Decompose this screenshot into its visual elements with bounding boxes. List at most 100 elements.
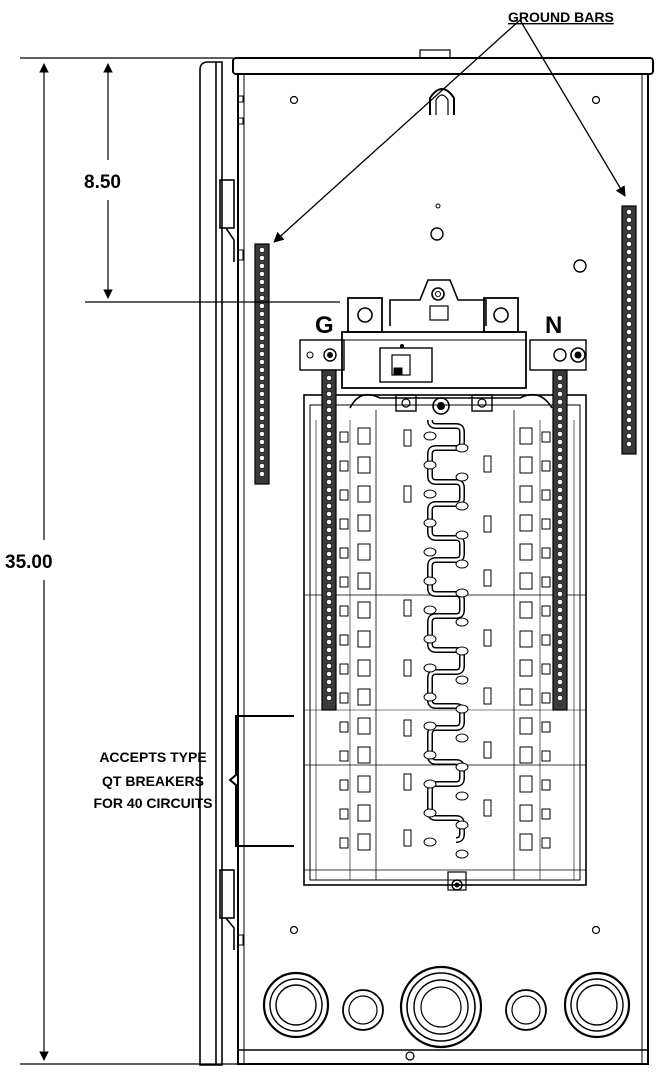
bar-screw-hole bbox=[259, 359, 265, 365]
dimension-lines bbox=[20, 57, 340, 1065]
bar-screw-hole bbox=[557, 487, 563, 493]
stab-clip bbox=[541, 518, 551, 530]
bar-screw-hole bbox=[326, 583, 332, 589]
bus-finger bbox=[403, 429, 412, 447]
bar-screw-hole bbox=[259, 311, 265, 317]
enclosure bbox=[232, 49, 654, 1065]
bar-screw-hole bbox=[326, 423, 332, 429]
breaker-stab bbox=[519, 804, 533, 822]
bar-screw-hole bbox=[326, 599, 332, 605]
bus-contact bbox=[423, 779, 437, 789]
stab-clip bbox=[339, 547, 349, 559]
bar-screw-hole bbox=[326, 647, 332, 653]
stab-clip bbox=[541, 489, 551, 501]
breaker-stab bbox=[519, 572, 533, 590]
bus-contact bbox=[423, 547, 437, 557]
bar-screw-hole bbox=[626, 321, 632, 327]
bar-screw-hole bbox=[626, 305, 632, 311]
bar-screw-hole bbox=[557, 687, 563, 693]
bar-screw-hole bbox=[557, 447, 563, 453]
stab-clip bbox=[339, 605, 349, 617]
interior-neutral-bar bbox=[552, 369, 568, 711]
breaker-stab bbox=[357, 456, 371, 474]
bar-screw-hole bbox=[259, 423, 265, 429]
bar-screw-hole bbox=[326, 559, 332, 565]
bar-screw-hole bbox=[259, 343, 265, 349]
bar-screw-hole bbox=[626, 233, 632, 239]
bar-screw-hole bbox=[626, 249, 632, 255]
interior-ground-bar bbox=[321, 369, 337, 711]
bus-contact bbox=[423, 576, 437, 586]
breaker-stab bbox=[357, 804, 371, 822]
note-bracket bbox=[228, 715, 294, 847]
bar-screw-hole bbox=[259, 407, 265, 413]
breaker-stab bbox=[357, 688, 371, 706]
bar-screw-hole bbox=[626, 225, 632, 231]
bar-screw-hole bbox=[259, 335, 265, 341]
bus-contact bbox=[455, 617, 469, 627]
bus-contact bbox=[455, 443, 469, 453]
bar-screw-hole bbox=[326, 679, 332, 685]
bar-screw-hole bbox=[259, 391, 265, 397]
stab-clip bbox=[541, 460, 551, 472]
breaker-stab bbox=[519, 688, 533, 706]
breaker-stab bbox=[519, 427, 533, 445]
bar-screw-hole bbox=[259, 375, 265, 381]
bar-screw-hole bbox=[326, 455, 332, 461]
bar-screw-hole bbox=[326, 687, 332, 693]
breaker-stab bbox=[519, 833, 533, 851]
bar-screw-hole bbox=[557, 567, 563, 573]
bus-bar-details bbox=[403, 429, 492, 859]
bus-finger bbox=[403, 829, 412, 847]
bar-screw-hole bbox=[557, 455, 563, 461]
bar-screw-hole bbox=[557, 695, 563, 701]
bar-screw-hole bbox=[326, 543, 332, 549]
bar-screw-hole bbox=[557, 583, 563, 589]
bar-screw-hole bbox=[626, 241, 632, 247]
bar-screw-hole bbox=[326, 487, 332, 493]
door-flange bbox=[199, 61, 235, 1066]
stab-clip bbox=[339, 576, 349, 588]
bar-screw-hole bbox=[259, 295, 265, 301]
bar-screw-hole bbox=[626, 297, 632, 303]
bar-screw-hole bbox=[259, 439, 265, 445]
bar-screw-hole bbox=[557, 575, 563, 581]
bar-screw-hole bbox=[557, 391, 563, 397]
bus-finger bbox=[483, 569, 492, 587]
note-line-3: FOR 40 CIRCUITS bbox=[93, 795, 212, 811]
bar-screw-hole bbox=[326, 439, 332, 445]
bar-screw-hole bbox=[626, 361, 632, 367]
bus-contact bbox=[423, 750, 437, 760]
bar-screw-hole bbox=[326, 415, 332, 421]
bar-screw-hole bbox=[626, 369, 632, 375]
bar-screw-hole bbox=[626, 353, 632, 359]
bus-contact bbox=[423, 489, 437, 499]
bar-screw-hole bbox=[326, 463, 332, 469]
bar-screw-hole bbox=[626, 281, 632, 287]
bus-contact bbox=[455, 646, 469, 656]
ground-bar-leaders bbox=[273, 19, 626, 243]
bus-contact bbox=[423, 721, 437, 731]
bar-screw-hole bbox=[326, 615, 332, 621]
bar-screw-hole bbox=[259, 271, 265, 277]
bar-screw-hole bbox=[326, 503, 332, 509]
bar-screw-hole bbox=[259, 383, 265, 389]
bar-screw-hole bbox=[326, 495, 332, 501]
bar-screw-hole bbox=[259, 367, 265, 373]
bus-finger bbox=[483, 515, 492, 533]
bar-screw-hole bbox=[557, 423, 563, 429]
bar-screw-hole bbox=[557, 527, 563, 533]
dimension-overall-label: 35.00 bbox=[5, 552, 53, 573]
bus-contact bbox=[455, 849, 469, 859]
bar-screw-hole bbox=[259, 319, 265, 325]
breaker-stabs bbox=[339, 427, 551, 851]
bus-contact bbox=[455, 559, 469, 569]
bar-screw-hole bbox=[326, 663, 332, 669]
bus-contact bbox=[455, 530, 469, 540]
breaker-stab bbox=[357, 514, 371, 532]
stab-clip bbox=[541, 605, 551, 617]
breaker-stab bbox=[357, 630, 371, 648]
bus-contact bbox=[423, 837, 437, 847]
bus-finger bbox=[483, 741, 492, 759]
bar-screw-hole bbox=[259, 287, 265, 293]
